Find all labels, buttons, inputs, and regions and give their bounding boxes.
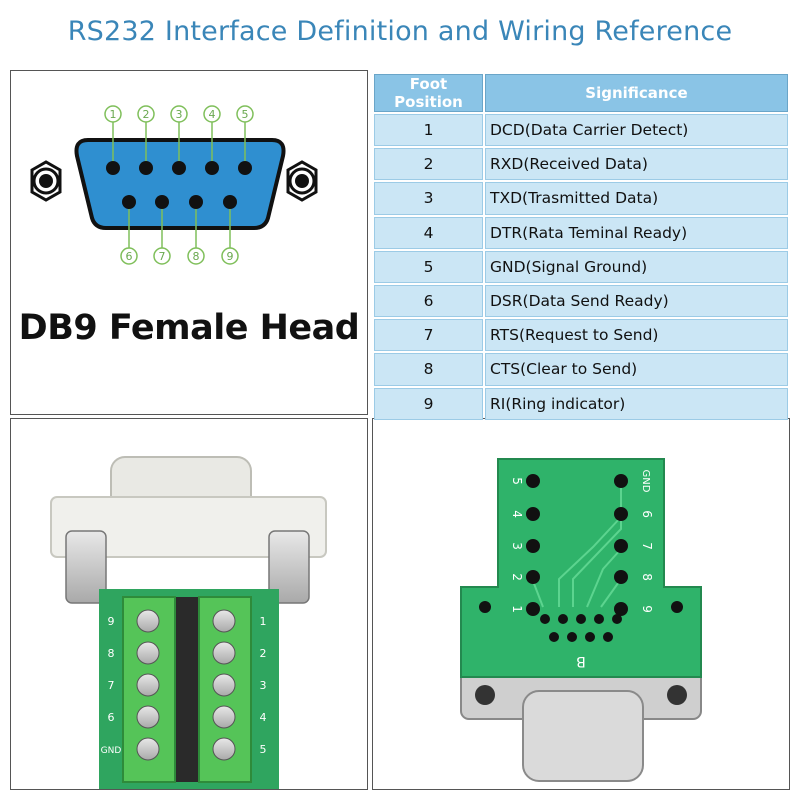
significance-cell: CTS(Clear to Send) [485,353,788,386]
pin-holes [106,161,252,209]
pcb-label: 3 [510,542,524,550]
significance-cell: RTS(Request to Send) [485,319,788,352]
pin-number-5: 5 [242,108,249,121]
pin-number-1: 1 [110,108,117,121]
pcb-left-labels: 5 4 3 2 1 [510,477,524,613]
pin-number-6: 6 [126,250,133,263]
pin-number-7: 7 [159,250,166,263]
db9-connector-diagram: 1 2 3 4 5 6 7 8 9 [30,105,318,265]
table-header-row: Foot Position Significance [374,74,788,112]
pcb-label: GND [640,470,651,493]
pcb-label: 4 [510,510,524,518]
right-mounting-nut [286,160,318,202]
pcb-label: 7 [640,542,654,550]
connector-label: DB9 Female Head [18,308,360,348]
pin-number-circles-bottom: 6 7 8 9 [120,247,239,265]
foot-position-cell: 1 [374,114,483,147]
significance-cell: TXD(Trasmitted Data) [485,182,788,215]
terminal-label: GND [101,746,122,756]
left-terminal-block [122,596,176,783]
left-screw-hole [475,685,495,705]
foot-position-cell: 4 [374,216,483,249]
adapter-body [50,496,327,558]
pin-number-8: 8 [193,250,200,263]
terminal-label: 6 [108,711,115,724]
terminal-label: 9 [108,615,115,628]
terminal-label: 5 [260,743,267,756]
left-mounting-nut [30,160,62,202]
right-terminal-block [198,596,252,783]
significance-cell: RXD(Received Data) [485,148,788,181]
pcb-right-labels: GND 6 7 8 9 [640,470,654,613]
terminal-right-labels: 1 2 3 4 5 [260,615,267,756]
db9-solder-pads [540,614,622,642]
pcb-board [460,458,702,678]
foot-position-cell: 6 [374,284,483,318]
foot-position-cell: 7 [374,319,483,352]
page-title: RS232 Interface Definition and Wiring Re… [67,16,733,47]
pcb-left-pads [526,474,540,616]
pcb-label: 9 [640,605,654,613]
terminal-adapter-illustration: 9 8 7 6 GND 1 2 3 4 5 [50,456,327,789]
foot-position-cell: 5 [374,250,483,283]
pcb-back-illustration: 5 4 3 2 1 GND 6 7 8 9 B [460,458,702,782]
terminal-divider [176,597,198,782]
right-mounting-screw [268,530,310,604]
pin-leader-lines [112,122,246,248]
foot-position-cell: 2 [374,148,483,181]
header-significance: Significance [485,74,788,112]
terminal-label: 3 [260,679,267,692]
terminal-label: 8 [108,647,115,660]
pin-number-3: 3 [176,108,183,121]
pcb-label: 5 [510,477,524,485]
connector-diagram-panel [10,70,368,415]
pcb-hole [479,601,491,613]
significance-cell: DCD(Data Carrier Detect) [485,114,788,147]
terminal-label: 1 [260,615,267,628]
pin-number-circles-top: 1 2 3 4 5 [104,105,254,123]
foot-position-cell: 8 [374,353,483,386]
right-screw-hole [667,685,687,705]
pin-number-9: 9 [227,250,234,263]
header-foot-position: Foot Position [374,74,483,112]
significance-cell: DTR(Rata Teminal Ready) [485,216,788,249]
significance-cell: GND(Signal Ground) [485,250,788,283]
terminal-label: 7 [108,679,115,692]
terminal-label: 2 [260,647,267,660]
db9-socket [522,690,644,782]
pcb-hole [671,601,683,613]
terminal-photo-panel [10,418,368,790]
connector-shell [74,138,286,230]
significance-cell: DSR(Data Send Ready) [485,284,788,318]
pcb-label: 6 [640,510,654,518]
pin-number-4: 4 [209,108,216,121]
foot-position-cell: 9 [374,387,483,420]
foot-position-cell: 3 [374,182,483,215]
terminal-left-labels: 9 8 7 6 GND [101,615,122,756]
terminal-label: 4 [260,711,267,724]
pcb-label: 2 [510,573,524,581]
pcb-traces [532,481,622,608]
pcb-mark: B [576,653,586,669]
pcb-label: 1 [510,605,524,613]
left-mounting-screw [65,530,107,604]
pin-number-2: 2 [143,108,150,121]
significance-cell: RI(Ring indicator) [485,387,788,420]
pcb-right-pads [614,474,628,616]
pcb-label: 8 [640,573,654,581]
